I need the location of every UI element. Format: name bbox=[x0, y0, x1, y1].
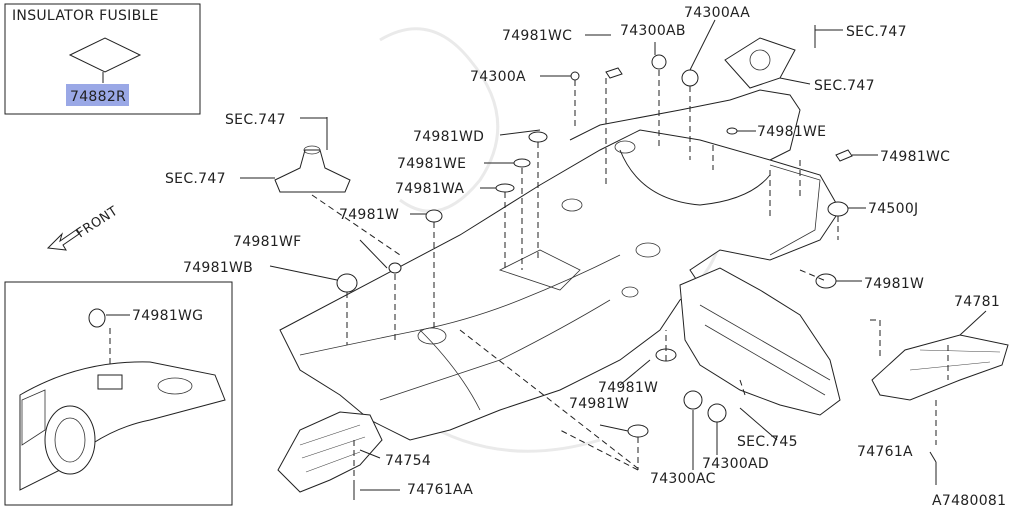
label-74781[interactable]: 74781 bbox=[954, 294, 1000, 310]
leader-lines bbox=[240, 19, 987, 491]
plugs bbox=[336, 54, 937, 500]
front-arrow: FRONT bbox=[46, 204, 121, 251]
rear-panel bbox=[679, 267, 841, 416]
label-74300AC[interactable]: 74300AC bbox=[650, 471, 716, 487]
inset-part-number[interactable]: 74882R bbox=[70, 89, 126, 105]
label-74761AA[interactable]: 74761AA bbox=[407, 482, 473, 498]
label-74981WF[interactable]: 74981WF bbox=[233, 234, 302, 250]
label-74981W-right[interactable]: 74981W bbox=[864, 276, 924, 292]
label-74981W-center-2[interactable]: 74981W bbox=[569, 396, 629, 412]
label-74981WA[interactable]: 74981WA bbox=[395, 181, 464, 197]
inset-insulator-fusible: INSULATOR FUSIBLE 74882R bbox=[4, 3, 201, 115]
label-74300A[interactable]: 74300A bbox=[470, 69, 526, 85]
part-labels: 74981WC 74300AB 74300AA SEC.747 SEC.747 … bbox=[165, 5, 1000, 498]
bracket-sec747 bbox=[724, 25, 816, 89]
label-74300AD[interactable]: 74300AD bbox=[702, 456, 769, 472]
inset-bottom-part[interactable]: 74981WG bbox=[132, 308, 203, 324]
part-74754[interactable] bbox=[277, 411, 383, 493]
label-74981WE-center[interactable]: 74981WE bbox=[397, 156, 466, 172]
label-74754[interactable]: 74754 bbox=[385, 453, 431, 469]
label-74761A[interactable]: 74761A bbox=[857, 444, 913, 460]
label-74300AB[interactable]: 74300AB bbox=[620, 23, 686, 39]
label-74981WC-top[interactable]: 74981WC bbox=[502, 28, 572, 44]
label-sec747-left[interactable]: SEC.747 bbox=[165, 171, 226, 187]
inset-title: INSULATOR FUSIBLE bbox=[12, 8, 159, 24]
label-74981WC-right[interactable]: 74981WC bbox=[880, 149, 950, 165]
label-74981W-left[interactable]: 74981W bbox=[339, 207, 399, 223]
label-74500J[interactable]: 74500J bbox=[868, 201, 918, 217]
shift-boot bbox=[274, 117, 351, 193]
label-74981WD[interactable]: 74981WD bbox=[413, 129, 484, 145]
part-74781[interactable] bbox=[871, 334, 1009, 401]
floor-panel bbox=[279, 89, 841, 441]
label-sec745[interactable]: SEC.745 bbox=[737, 434, 798, 450]
label-74300AA[interactable]: 74300AA bbox=[684, 5, 750, 21]
label-74981WE-right[interactable]: 74981WE bbox=[757, 124, 826, 140]
label-sec747-right[interactable]: SEC.747 bbox=[814, 78, 875, 94]
part-highlight bbox=[66, 84, 129, 106]
label-74981WB[interactable]: 74981WB bbox=[183, 260, 253, 276]
label-74981W-center-1[interactable]: 74981W bbox=[598, 380, 658, 396]
label-sec747-top-right[interactable]: SEC.747 bbox=[846, 24, 907, 40]
label-sec747-left-top[interactable]: SEC.747 bbox=[225, 112, 286, 128]
inset-detail: 74981WG bbox=[4, 281, 233, 506]
diagram-code: A7480081 bbox=[932, 493, 1006, 509]
front-label: FRONT bbox=[74, 204, 121, 242]
